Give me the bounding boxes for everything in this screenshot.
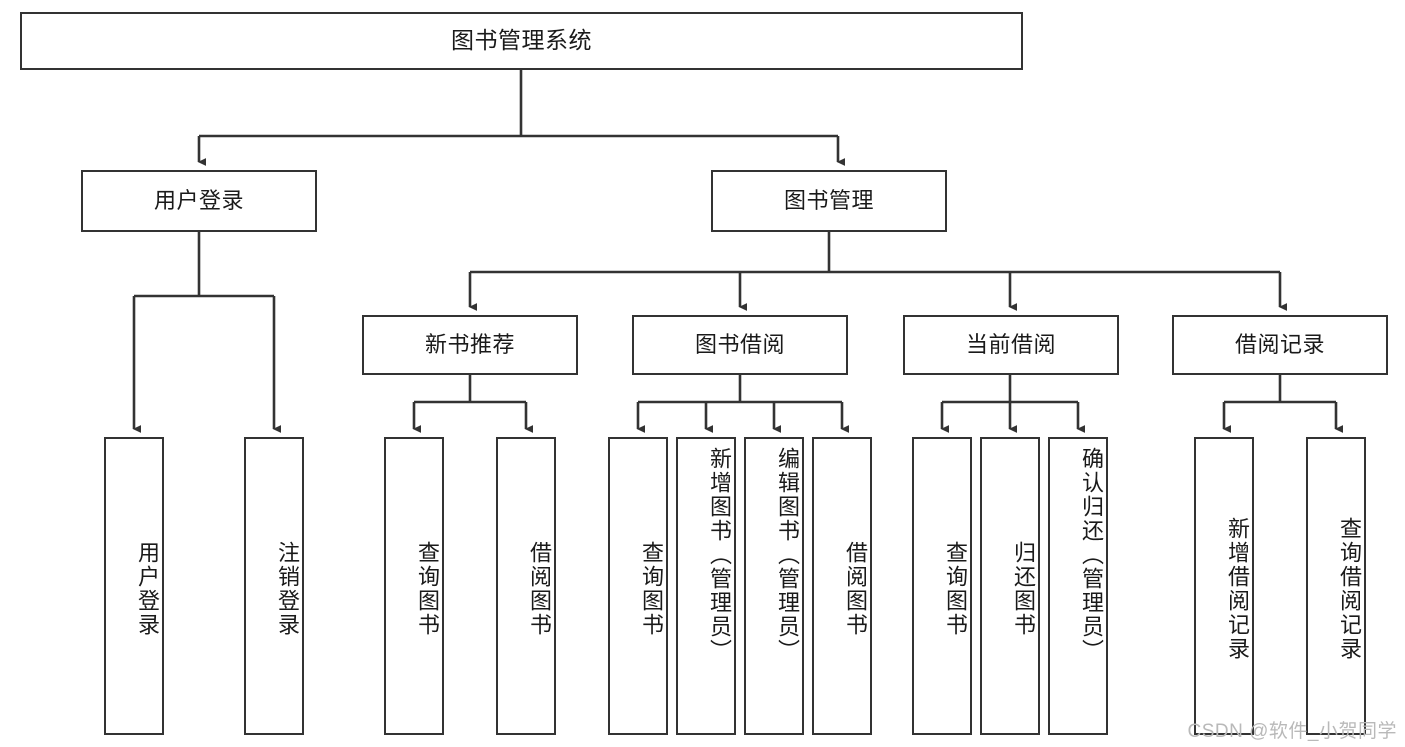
leaf-user-login-login[interactable]: 用户登录 <box>104 437 164 735</box>
leaf-current-query-book[interactable]: 查询图书 <box>912 437 972 735</box>
leaf-current-return-book[interactable]: 归还图书 <box>980 437 1040 735</box>
node-current-borrow[interactable]: 当前借阅 <box>903 315 1119 375</box>
leaf-records-add-record[interactable]: 新增借阅记录 <box>1194 437 1254 735</box>
leaf-borrow-edit-book-admin[interactable]: 编辑图书（管理员） <box>744 437 804 735</box>
leaf-new-book-borrow[interactable]: 借阅图书 <box>496 437 556 735</box>
node-book-borrow[interactable]: 图书借阅 <box>632 315 848 375</box>
node-borrow-records[interactable]: 借阅记录 <box>1172 315 1388 375</box>
node-book-management[interactable]: 图书管理 <box>711 170 947 232</box>
node-user-login[interactable]: 用户登录 <box>81 170 317 232</box>
csdn-watermark: CSDN @软件_小贺同学 <box>1187 721 1397 742</box>
leaf-user-login-logout[interactable]: 注销登录 <box>244 437 304 735</box>
leaf-borrow-query-book[interactable]: 查询图书 <box>608 437 668 735</box>
node-root-system[interactable]: 图书管理系统 <box>20 12 1023 70</box>
leaf-new-book-query[interactable]: 查询图书 <box>384 437 444 735</box>
node-new-book-recommend[interactable]: 新书推荐 <box>362 315 578 375</box>
leaf-records-query-record[interactable]: 查询借阅记录 <box>1306 437 1366 735</box>
leaf-borrow-add-book-admin[interactable]: 新增图书（管理员） <box>676 437 736 735</box>
leaf-current-confirm-return-admin[interactable]: 确认归还（管理员） <box>1048 437 1108 735</box>
leaf-borrow-borrow-book[interactable]: 借阅图书 <box>812 437 872 735</box>
